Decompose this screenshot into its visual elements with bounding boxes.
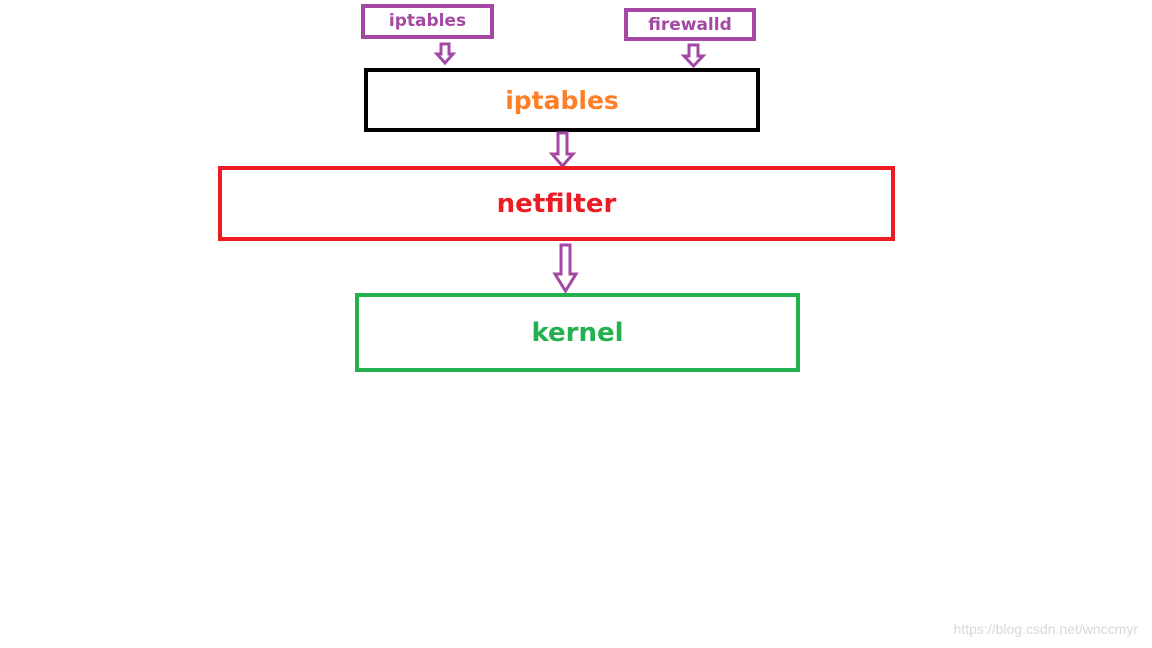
iptables-label: iptables bbox=[505, 85, 619, 115]
arrow-iptables-tool-to-iptables bbox=[433, 42, 457, 66]
kernel-box: kernel bbox=[355, 293, 800, 372]
iptables-tool-box: iptables bbox=[361, 4, 494, 39]
firewalld-tool-box: firewalld bbox=[624, 8, 756, 41]
iptables-box: iptables bbox=[364, 68, 760, 132]
netfilter-label: netfilter bbox=[496, 188, 617, 219]
arrow-iptables-to-netfilter bbox=[548, 131, 577, 169]
netfilter-box: netfilter bbox=[218, 166, 895, 241]
iptables-tool-label: iptables bbox=[388, 11, 467, 31]
kernel-label: kernel bbox=[531, 317, 624, 348]
firewalld-tool-label: firewalld bbox=[648, 14, 732, 35]
watermark: https://blog.csdn.net/wnccmyr bbox=[953, 621, 1138, 637]
arrow-netfilter-to-kernel bbox=[552, 243, 579, 294]
arrow-firewalld-to-iptables bbox=[680, 43, 707, 69]
